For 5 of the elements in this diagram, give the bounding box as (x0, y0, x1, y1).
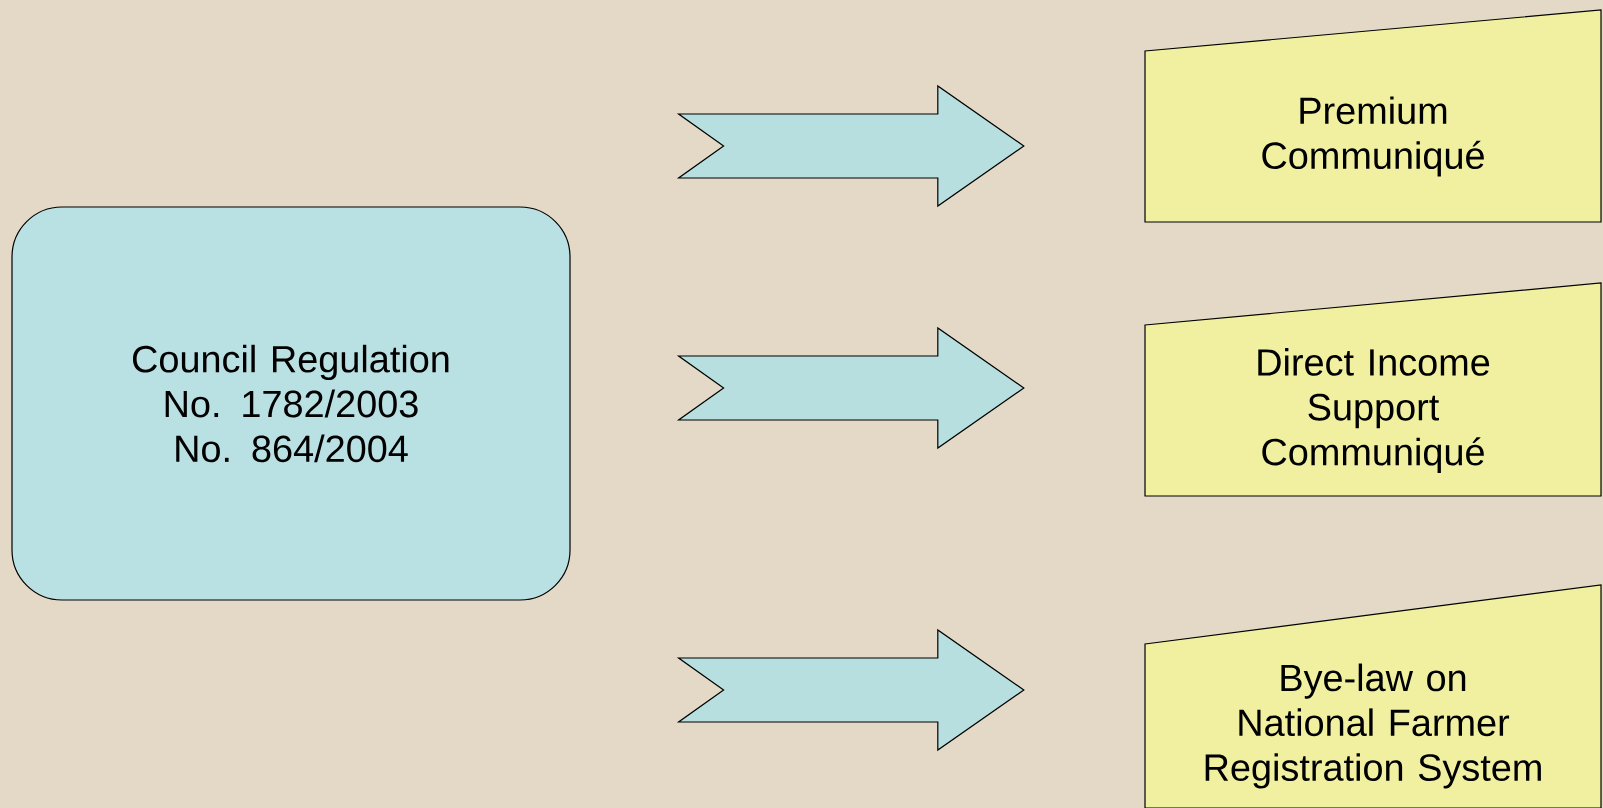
block-arrow (676, 84, 1025, 208)
block-arrow (676, 326, 1025, 450)
rounded-box: Council Regulation No. 1782/2003 No. 864/2004 (11, 206, 571, 601)
document-box: Bye-law on National Farmer Registration System (1144, 584, 1602, 808)
block-arrow (676, 628, 1025, 752)
